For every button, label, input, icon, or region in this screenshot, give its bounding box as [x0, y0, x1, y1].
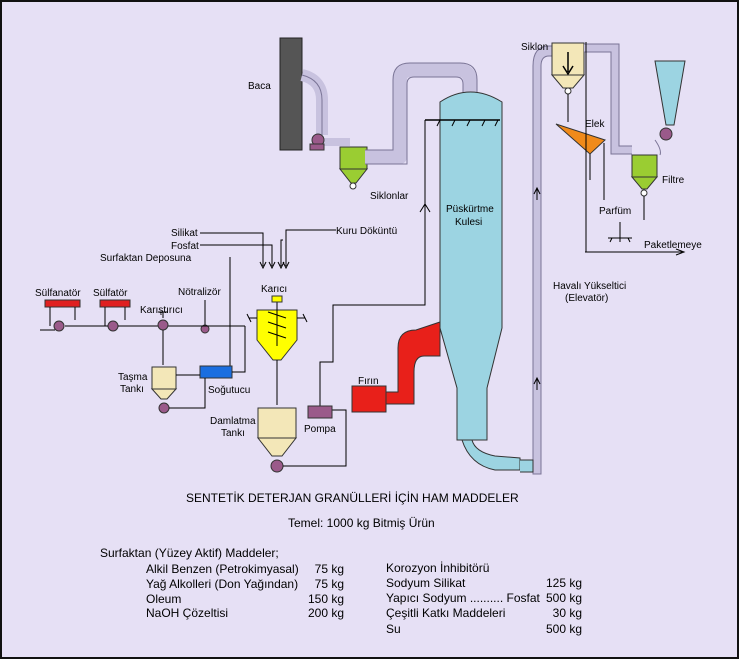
label-puskurtme-2: Kulesi [455, 217, 482, 228]
label-baca: Baca [248, 81, 271, 92]
label-karici: Karıcı [261, 284, 287, 295]
label-siklonlar: Siklonlar [370, 191, 409, 202]
label-damlatma-1: Damlatma [210, 416, 256, 427]
feed-lines [200, 229, 336, 374]
label-pompa: Pompa [304, 424, 336, 435]
label-firin: Fırın [358, 376, 379, 387]
label-paketleme: Paketlemeye [644, 240, 702, 251]
label-notralizor: Nötralizör [178, 287, 221, 298]
label-damlatma-2: Tankı [221, 428, 245, 439]
tower-outlet [461, 439, 521, 471]
left-row-qty: 200 kg [307, 606, 344, 620]
label-tasma-2: Tankı [120, 384, 144, 395]
left-row-name: Oleum [146, 592, 182, 606]
label-kuru: Kuru Döküntü [336, 226, 397, 237]
left-table-heading: Surfaktan (Yüzey Aktif) Maddeler; [100, 546, 279, 560]
label-puskurtme-1: Püskürtme [446, 204, 494, 215]
right-row-name: Sodyum Silikat [386, 576, 466, 590]
label-sulfanator: Sülfanatör [35, 288, 81, 299]
chimney [279, 37, 303, 151]
duct-chimney [300, 69, 328, 135]
left-row-name: NaOH Çözeltisi [146, 606, 229, 620]
duct-to-filter [584, 44, 632, 154]
label-surfaktan: Surfaktan Deposuna [100, 253, 192, 264]
label-filtre: Filtre [662, 175, 685, 186]
furnace-duct [385, 321, 441, 405]
sulfator [99, 299, 131, 308]
label-tasma-1: Taşma [118, 372, 148, 383]
label-siklon: Siklon [521, 42, 548, 53]
right-row-name: Korozyon İnhibitörü [386, 561, 490, 575]
overflow-tank [151, 366, 177, 390]
right-row-qty: 30 kg [552, 606, 582, 620]
label-elek: Elek [585, 119, 605, 130]
right-row-qty: 500 kg [545, 622, 582, 636]
left-row-qty: 75 kg [314, 577, 344, 591]
drop-tank [257, 407, 297, 439]
spray-tower [439, 91, 503, 441]
left-row-qty: 75 kg [314, 562, 344, 576]
sulfonator [44, 299, 81, 308]
left-row-name: Yağ Alkolleri (Don Yağından) [146, 577, 299, 591]
left-row-name: Alkil Benzen (Petrokimyasal) [146, 562, 299, 576]
duct-to-tower [365, 63, 477, 164]
diagram-title: SENTETİK DETERJAN GRANÜLLERİ İÇİN HAM MA… [186, 491, 519, 505]
right-row-qty: 500 kg [545, 591, 582, 605]
right-row-name: Çeşitli Katkı Maddeleri [386, 606, 506, 620]
perfume-pipe [608, 222, 632, 243]
packaging-line [585, 42, 686, 256]
right-row-name: Su [386, 622, 401, 636]
sieve [555, 123, 606, 155]
label-fosfat: Fosfat [171, 241, 199, 252]
label-sulfator: Sülfatör [93, 288, 128, 299]
label-havali-2: (Elevatör) [565, 293, 608, 304]
pump [307, 405, 333, 419]
mixer-valve [157, 319, 169, 331]
label-havali-1: Havalı Yükseltici [553, 281, 626, 292]
exhaust-cone [654, 60, 686, 126]
label-karistirici: Karıştırıcı [140, 305, 183, 316]
left-row-qty: 150 kg [307, 592, 344, 606]
label-silikat: Silikat [171, 228, 198, 239]
air-lift [532, 45, 560, 475]
cooler [199, 365, 233, 379]
label-parfum: Parfüm [599, 206, 631, 217]
right-row-qty: 125 kg [545, 576, 582, 590]
cyclone-left [339, 146, 368, 170]
right-row-name: Yapıcı Sodyum .......... Fosfat [386, 591, 540, 605]
pump-line [283, 120, 426, 467]
filter [631, 154, 658, 178]
diagram-subtitle: Temel: 1000 kg Bitmiş Ürün [288, 516, 435, 530]
label-sogutucu: Soğutucu [208, 385, 250, 396]
furnace [351, 385, 387, 413]
